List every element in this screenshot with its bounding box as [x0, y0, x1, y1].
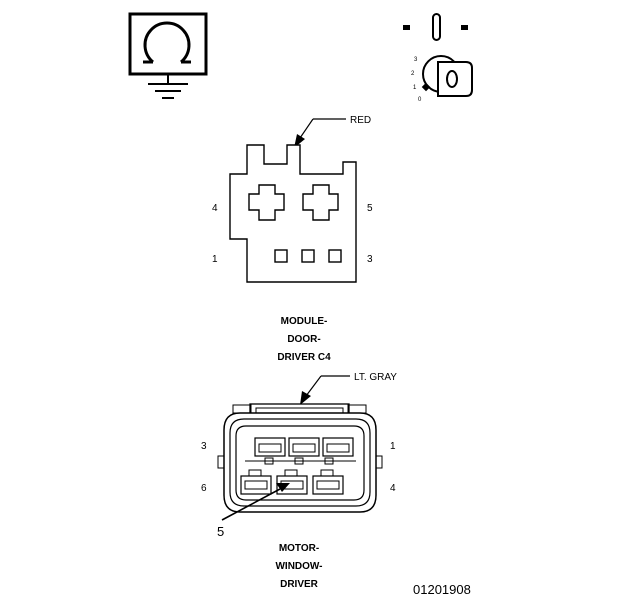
key-pos-0: 0	[418, 97, 422, 103]
c4-pin-5-label: 5	[367, 203, 373, 214]
c4-pin-3-label: 3	[367, 254, 373, 265]
c4-title-line-2: DOOR-	[287, 334, 320, 345]
key-pos-1: 1	[413, 85, 417, 91]
motor-pin-1-label: 1	[390, 441, 396, 452]
ohmmeter-ground-icon	[128, 12, 208, 99]
motor-pin-5-label: 5	[217, 524, 224, 539]
connector-motor: LT. GRAY	[201, 372, 397, 590]
motor-housing	[223, 412, 377, 513]
c4-pin-1-label: 1	[212, 254, 218, 265]
ignition-key-icon: 3 2 1 0	[403, 13, 473, 103]
c4-cavity-3	[328, 249, 342, 263]
c4-cavity-4	[248, 184, 285, 221]
red-wire-label: RED	[350, 115, 371, 126]
c4-housing	[229, 144, 357, 283]
motor-title-line-1: MOTOR-	[279, 543, 319, 554]
motor-title-line-3: DRIVER	[280, 579, 319, 590]
c4-title-line-3: DRIVER C4	[277, 352, 331, 363]
figure-id: 01201908	[413, 582, 471, 597]
c4-cavity-1	[274, 249, 288, 263]
c4-cavity-2	[301, 249, 315, 263]
motor-terminal-row-top	[254, 437, 354, 457]
c4-pin-4-label: 4	[212, 203, 218, 214]
ltgray-wire-label: LT. GRAY	[354, 372, 397, 383]
motor-pin-3-label: 3	[201, 441, 207, 452]
pin5-arrow	[276, 483, 290, 492]
motor-terminal-row-bottom	[240, 469, 344, 495]
motor-pin-6-label: 6	[201, 483, 207, 494]
key-pos-2: 2	[411, 71, 415, 77]
motor-pin-4-label: 4	[390, 483, 396, 494]
c4-title-line-1: MODULE-	[281, 316, 328, 327]
motor-title-line-2: WINDOW-	[275, 561, 322, 572]
ltgray-arrow	[300, 391, 311, 405]
key-pos-3: 3	[414, 57, 418, 63]
connector-c4: RED 4 5 1 3 MODULE- DOOR- DRIVER C4	[212, 115, 373, 363]
c4-cavity-5	[302, 184, 339, 221]
